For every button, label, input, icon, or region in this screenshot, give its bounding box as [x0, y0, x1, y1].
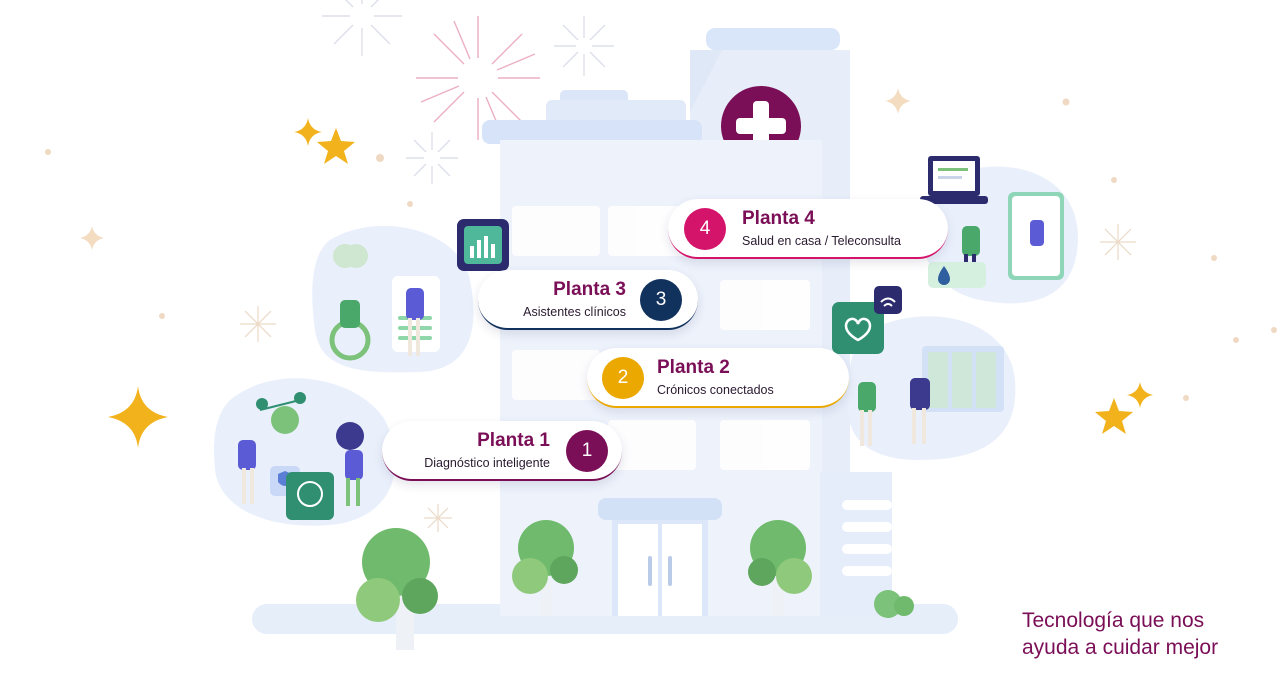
- floor-title: Planta 1: [477, 430, 550, 451]
- tagline: Tecnología que nos ayuda a cuidar mejor: [1022, 607, 1262, 661]
- floor-title: Planta 2: [657, 357, 730, 378]
- floor-card-planta-1[interactable]: Planta 1 Diagnóstico inteligente 1: [382, 421, 622, 481]
- floor-card-planta-2[interactable]: 2 Planta 2 Crónicos conectados: [587, 348, 849, 408]
- floor-number-badge: 4: [684, 208, 726, 250]
- floor-subtitle: Salud en casa / Teleconsulta: [742, 234, 901, 248]
- dots: [45, 98, 1277, 401]
- illustration-teleconsulta: [920, 156, 1079, 304]
- floor-title: Planta 4: [742, 208, 815, 229]
- floor-number-badge: 1: [566, 430, 608, 472]
- floor-number-badge: 3: [640, 279, 682, 321]
- tagline-line-1: Tecnología que nos: [1022, 609, 1205, 632]
- tree-icon: [512, 520, 578, 616]
- tree-icon: [748, 520, 812, 616]
- star-icon: [80, 88, 911, 250]
- floor-subtitle: Asistentes clínicos: [523, 305, 626, 319]
- heart-monitor-icon: [832, 302, 884, 354]
- floor-title: Planta 3: [553, 279, 626, 300]
- floor-card-planta-3[interactable]: Planta 3 Asistentes clínicos 3: [478, 270, 698, 330]
- illustration-asistentes: [312, 219, 509, 373]
- floor-number-badge: 2: [602, 357, 644, 399]
- snowflake-icon: [240, 224, 1136, 532]
- brain-icon: [286, 472, 334, 520]
- wifi-icon: [874, 286, 902, 314]
- firework-icon: [416, 16, 540, 140]
- illustration-cronicos: [832, 286, 1016, 460]
- floor-card-planta-4[interactable]: 4 Planta 4 Salud en casa / Teleconsulta: [668, 199, 948, 259]
- star-icon: [108, 118, 1153, 448]
- water-drop-icon: [938, 266, 950, 285]
- illustration-diagnostico: [213, 378, 396, 526]
- firework-icon: [322, 0, 614, 184]
- tree-icon: [356, 528, 438, 650]
- floor-subtitle: Crónicos conectados: [657, 383, 774, 397]
- tagline-line-2: ayuda a cuidar mejor: [1022, 636, 1219, 659]
- floor-subtitle: Diagnóstico inteligente: [424, 456, 550, 470]
- tree-icon: [874, 590, 914, 618]
